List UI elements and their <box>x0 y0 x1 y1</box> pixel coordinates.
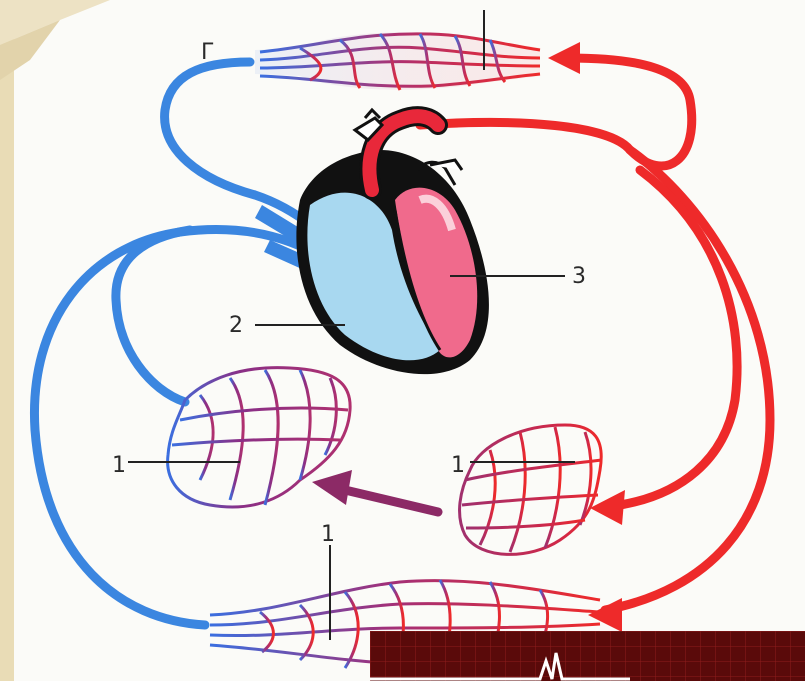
venous-vessels <box>34 62 345 625</box>
label-capillary-left: 1 <box>112 455 126 477</box>
heart <box>255 110 565 374</box>
label-top-vessel: Г <box>201 42 214 64</box>
portal-flow-arrow <box>312 470 438 512</box>
label-right-ventricle: 2 <box>229 315 243 337</box>
label-capillary-right: 1 <box>451 455 465 477</box>
ecg-monitor-panel <box>370 631 805 681</box>
capillary-bed-right <box>460 425 602 554</box>
ecg-waveform-icon <box>370 631 805 681</box>
capillary-bed-top <box>255 10 540 90</box>
label-capillary-bottom: 1 <box>321 524 335 546</box>
label-left-ventricle: 3 <box>572 266 586 288</box>
